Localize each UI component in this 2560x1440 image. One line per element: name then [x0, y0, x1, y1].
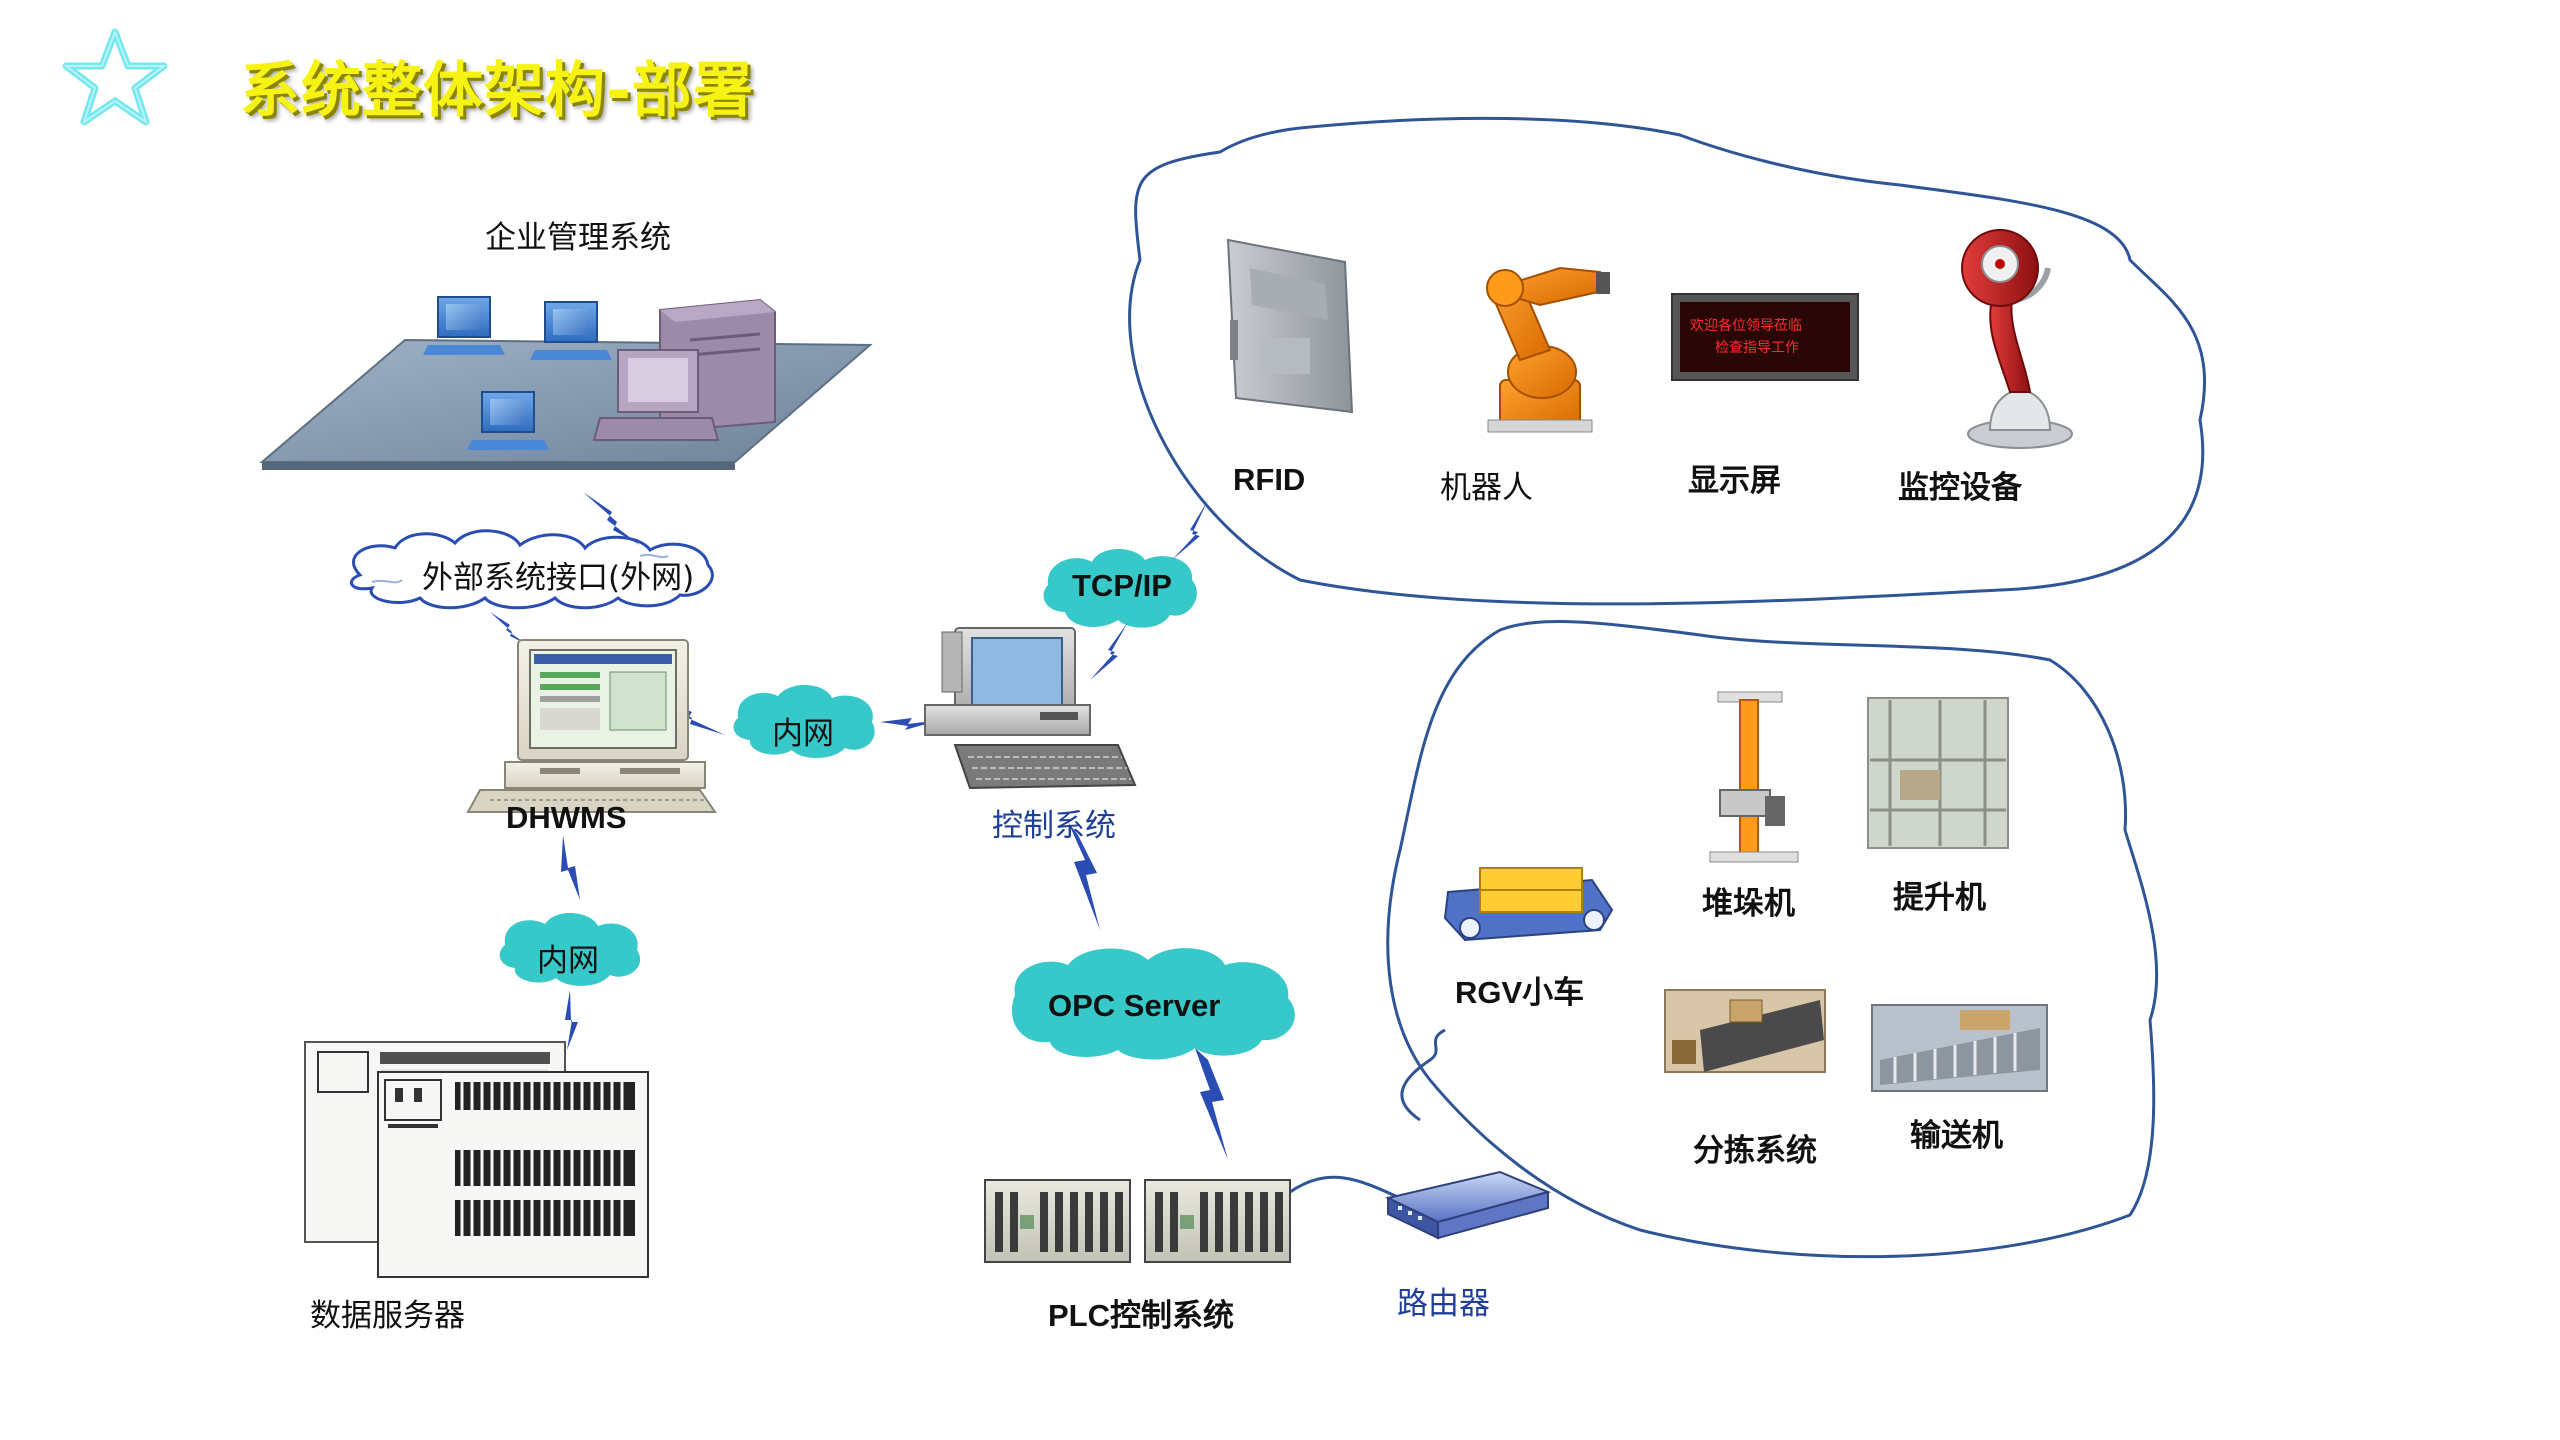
lightning-ctrl-to-tcp — [1090, 622, 1128, 680]
device-label-sorter: 分拣系统 — [1693, 1133, 1817, 1168]
workstation-icon-2 — [530, 301, 612, 360]
plc-rack-illustration — [984, 1179, 1291, 1263]
data-server-label: 数据服务器 — [310, 1298, 465, 1334]
lightning-intranet-to-db — [565, 990, 578, 1050]
data-server-illustration — [304, 1041, 649, 1278]
rfid-reader-illustration — [1226, 238, 1354, 414]
device-label-monitor: 监控设备 — [1898, 470, 2022, 505]
led-text-line-2: 检查指导工作 — [1715, 340, 1799, 356]
lightning-enterprise — [583, 492, 640, 545]
led-display-illustration — [1671, 293, 1859, 381]
workstation-icon-1 — [423, 296, 505, 355]
star-icon — [62, 28, 168, 126]
device-label-robot: 机器人 — [1440, 470, 1533, 506]
lightning-tcp-to-rfid — [1172, 500, 1208, 560]
router-cable — [1289, 1175, 1401, 1200]
sorting-system-illustration — [1664, 989, 1826, 1073]
lightning-ctrl-to-opc — [1068, 822, 1100, 930]
lightning-opc-to-plc — [1195, 1048, 1228, 1160]
lightning-ext-to-dhwms — [490, 612, 528, 645]
intranet-cloud-left — [499, 912, 641, 986]
control-system-label: 控制系统 — [992, 808, 1116, 844]
control-system-pc-illustration — [924, 627, 1137, 790]
device-label-rgv: RGV小车 — [1455, 975, 1585, 1010]
intranet-label-left: 内网 — [537, 943, 599, 979]
enterprise-network-illustration — [259, 296, 873, 470]
upper-device-boundary — [1128, 116, 2206, 606]
plc-label: PLC控制系统 — [1048, 1298, 1234, 1333]
opc-server-cloud — [1011, 948, 1295, 1060]
industrial-robot-illustration — [1486, 266, 1610, 433]
router-uplink-cable — [1400, 1028, 1446, 1122]
page-title: 系统整体架构-部署 — [240, 56, 754, 126]
admin-pc-icon — [592, 349, 720, 441]
router-illustration — [1385, 1170, 1552, 1240]
opc-server-label: OPC Server — [1048, 988, 1221, 1023]
elevator-illustration — [1867, 697, 2009, 849]
enterprise-system-label: 企业管理系统 — [485, 220, 671, 256]
router-label: 路由器 — [1397, 1286, 1490, 1322]
external-interface-cloud — [349, 529, 714, 610]
device-label-conveyor: 输送机 — [1910, 1118, 2003, 1153]
intranet-cloud-right — [733, 684, 875, 758]
device-label-stacker: 堆垛机 — [1702, 886, 1795, 921]
device-label-display: 显示屏 — [1688, 463, 1781, 498]
workstation-icon-3 — [467, 391, 549, 450]
external-interface-label: 外部系统接口(外网) — [422, 560, 695, 596]
stacker-crane-illustration — [1709, 691, 1799, 863]
tcpip-cloud — [1043, 548, 1197, 628]
surveillance-device-illustration — [1961, 229, 2073, 449]
led-text-line-1: 欢迎各位领导莅临 — [1690, 318, 1802, 334]
conveyor-illustration — [1871, 1004, 2048, 1092]
lower-device-boundary — [1386, 620, 2159, 1259]
intranet-label-right: 内网 — [772, 716, 834, 752]
device-label-elevator: 提升机 — [1893, 880, 1986, 915]
lightning-intranet-to-ctrl — [880, 718, 940, 730]
dhwms-label: DHWMS — [506, 800, 627, 835]
lightning-dhwms-to-db — [561, 835, 580, 900]
device-label-rfid: RFID — [1233, 462, 1306, 497]
rgv-cart-illustration — [1443, 867, 1614, 942]
dhwms-computer-illustration — [466, 639, 717, 813]
tcpip-label: TCP/IP — [1072, 568, 1172, 603]
